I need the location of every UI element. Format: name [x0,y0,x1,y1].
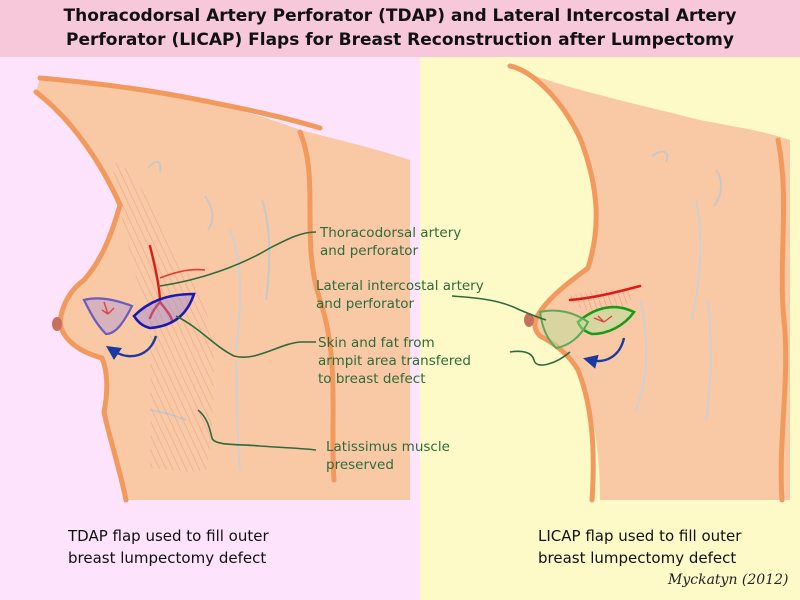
right-flap-at-defect [538,309,590,350]
right-torso-skin [510,66,790,500]
label-latissimus-2: preserved [326,457,394,473]
leader-thoracodorsal [159,231,317,287]
label-skin-fat-2: armpit area transfered [318,353,471,369]
leader-lateral-intercostal [451,295,547,321]
label-thoracodorsal-artery-1: Thoracodorsal artery [320,225,462,241]
caption-tdap-2: breast lumpectomy defect [68,549,267,567]
left-tdap-flap [132,292,196,330]
right-breast-outline [532,265,596,503]
left-nipple [52,317,62,331]
leader-skin-left [175,315,316,358]
left-transfer-arrow [106,335,158,360]
title-bar: Thoracodorsal Artery Perforator (TDAP) a… [0,0,800,57]
title-line-2: Perforator (LICAP) Flaps for Breast Reco… [66,30,734,50]
label-skin-fat-3: to breast defect [318,371,426,387]
caption-licap-1: LICAP flap used to fill outer [538,527,742,545]
credit: Myckatyn (2012) [668,572,789,588]
right-transfer-arrow [583,337,626,369]
label-lateral-intercostal-2: and perforator [316,296,415,312]
left-arm-outline-bottom [33,89,123,208]
caption-licap-2: breast lumpectomy defect [538,549,737,567]
label-lateral-intercostal-1: Lateral intercostal artery [316,278,484,294]
left-flap-at-defect [82,297,134,336]
left-breast-outline [57,202,129,503]
right-back-outline [775,137,789,503]
right-nipple [524,313,534,327]
right-lateral-intercostal-artery [568,284,642,302]
label-skin-fat-1: Skin and fat from [318,335,435,351]
left-latissimus-muscle [112,162,214,472]
right-back-edge [507,63,599,271]
label-latissimus-1: Latissimus muscle [326,439,450,455]
left-arm-outline-top [37,75,323,131]
title-line-1: Thoracodorsal Artery Perforator (TDAP) a… [63,6,737,26]
caption-tdap-1: TDAP flap used to fill outer [68,527,269,545]
left-back-outline [297,129,337,483]
leader-skin-right [509,350,571,366]
leader-latissimus [197,409,317,451]
label-thoracodorsal-artery-2: and perforator [320,243,419,259]
right-torso [507,63,790,503]
